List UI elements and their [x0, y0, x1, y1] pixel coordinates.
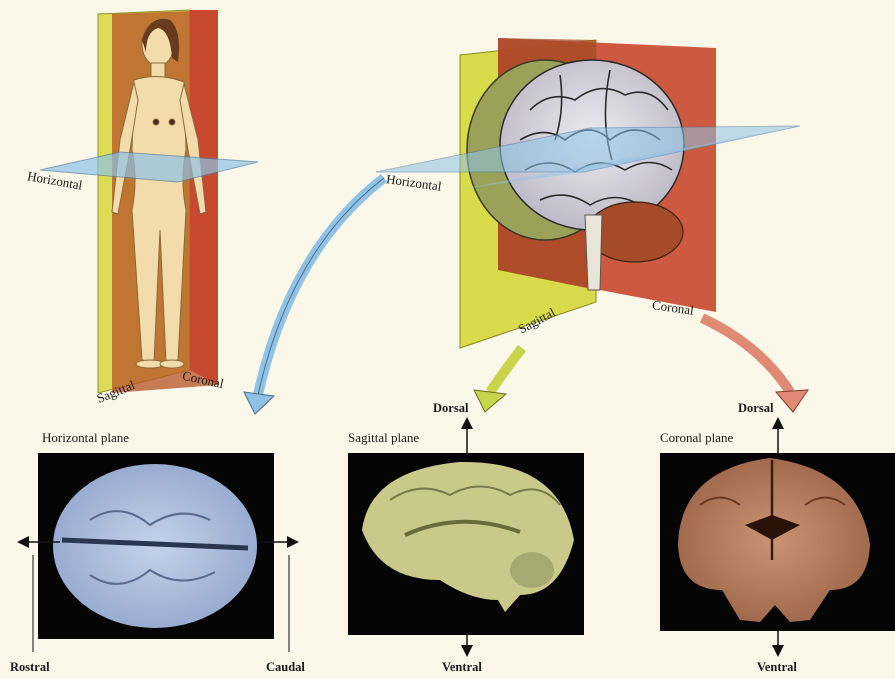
- sagittal-arrow: [490, 348, 522, 392]
- horizontal-arrow: [258, 178, 384, 395]
- coronal-dorsal-label: Dorsal: [738, 401, 773, 416]
- coronal-plane-title: Coronal plane: [660, 430, 733, 446]
- horizontal-plane-title: Horizontal plane: [42, 430, 129, 446]
- brain-horizontal-plane: [376, 126, 800, 172]
- rostral-label: Rostral: [10, 660, 50, 675]
- coronal-ventral-label: Ventral: [757, 660, 797, 675]
- brainstem: [585, 215, 602, 290]
- body-plane-illustration: [40, 10, 258, 393]
- sagittal-dorsal-label: Dorsal: [433, 401, 468, 416]
- caudal-label: Caudal: [266, 660, 305, 675]
- sagittal-plane-title: Sagittal plane: [348, 430, 419, 446]
- sagittal-ventral-label: Ventral: [442, 660, 482, 675]
- coronal-arrow: [702, 318, 790, 392]
